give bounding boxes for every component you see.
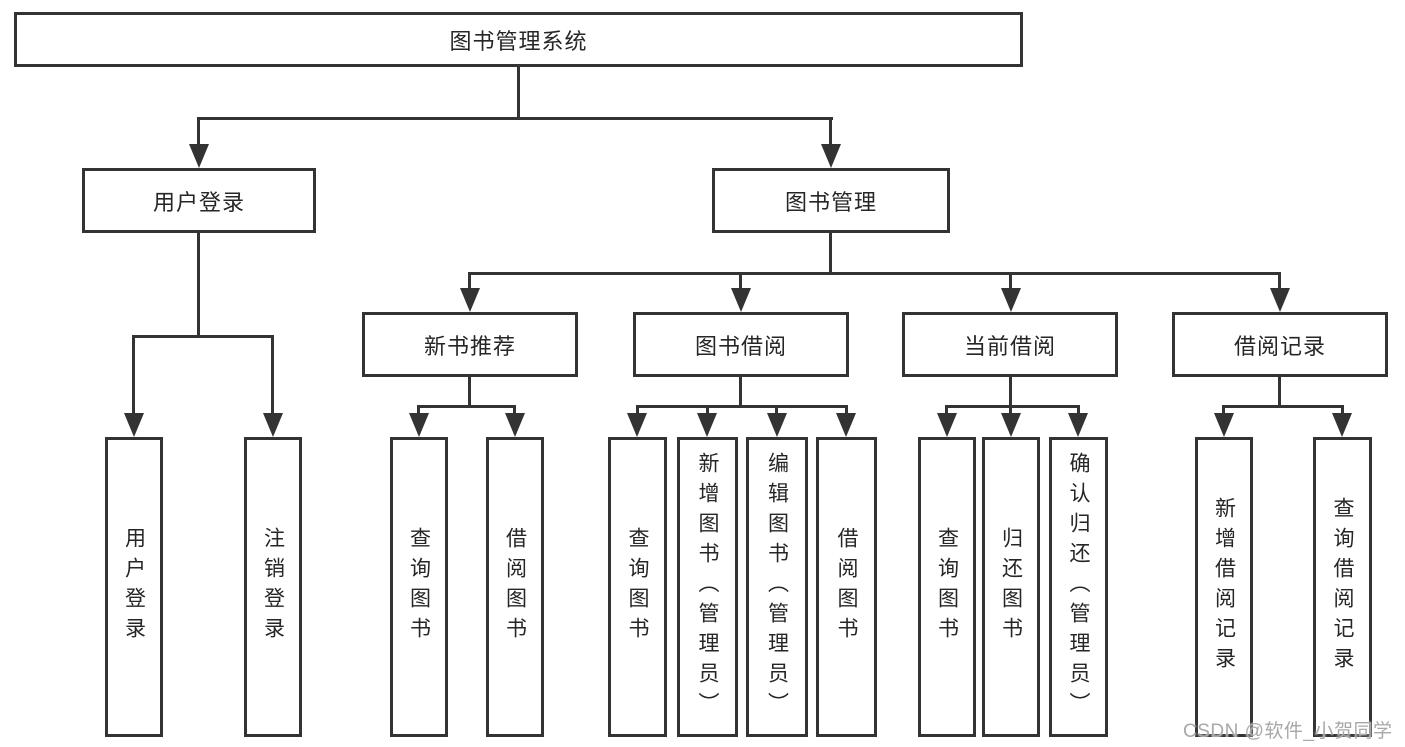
leaf-logout-login: 注销登录 <box>244 437 302 737</box>
connector-line <box>132 335 135 415</box>
connector-line <box>1009 405 1012 415</box>
connector-line <box>636 405 848 408</box>
connector-line <box>1009 377 1012 408</box>
connector-line <box>1009 272 1012 290</box>
connector-line <box>517 67 520 120</box>
arrowhead-icon <box>460 288 480 312</box>
connector-line <box>1341 405 1344 415</box>
node-borrow-records: 借阅记录 <box>1172 312 1388 377</box>
leaf-recommend-borrow-books: 借阅图书 <box>486 437 544 737</box>
connector-line <box>197 117 200 146</box>
arrowhead-icon <box>1001 288 1021 312</box>
arrowhead-icon <box>505 413 525 437</box>
connector-line <box>1222 405 1344 408</box>
leaf-return-book: 归还图书 <box>982 437 1040 737</box>
connector-line <box>271 335 274 415</box>
connector-line <box>829 233 832 275</box>
node-current-borrow: 当前借阅 <box>902 312 1118 377</box>
connector-line <box>706 405 709 415</box>
leaf-current-query-books: 查询图书 <box>918 437 976 737</box>
leaf-confirm-return-admin: 确认归还（管理员） <box>1049 437 1108 737</box>
arrowhead-icon <box>409 413 429 437</box>
connector-line <box>417 405 420 415</box>
arrowhead-icon <box>1214 413 1234 437</box>
connector-line <box>417 405 516 408</box>
leaf-borrow-borrow-books: 借阅图书 <box>816 437 877 737</box>
leaf-add-borrow-record: 新增借阅记录 <box>1195 437 1253 737</box>
node-root-system: 图书管理系统 <box>14 12 1023 67</box>
arrowhead-icon <box>767 413 787 437</box>
connector-line <box>945 405 948 415</box>
connector-line <box>468 272 471 290</box>
leaf-recommend-query-books: 查询图书 <box>390 437 448 737</box>
arrowhead-icon <box>836 413 856 437</box>
connector-line <box>739 272 742 290</box>
leaf-user-login: 用户登录 <box>105 437 163 737</box>
arrowhead-icon <box>1270 288 1290 312</box>
leaf-query-borrow-record: 查询借阅记录 <box>1313 437 1372 737</box>
connector-line <box>1278 272 1281 290</box>
leaf-borrow-query-books: 查询图书 <box>608 437 667 737</box>
connector-line <box>197 117 833 120</box>
leaf-edit-book-admin: 编辑图书（管理员） <box>746 437 808 737</box>
connector-line <box>513 405 516 415</box>
arrowhead-icon <box>189 144 209 168</box>
arrowhead-icon <box>627 413 647 437</box>
arrowhead-icon <box>1001 413 1021 437</box>
connector-line <box>197 233 200 338</box>
arrowhead-icon <box>1068 413 1088 437</box>
arrowhead-icon <box>263 413 283 437</box>
connector-line <box>845 405 848 415</box>
leaf-add-book-admin: 新增图书（管理员） <box>677 437 738 737</box>
arrowhead-icon <box>731 288 751 312</box>
arrowhead-icon <box>937 413 957 437</box>
connector-line <box>636 405 639 415</box>
connector-line <box>945 405 1080 408</box>
connector-line <box>1222 405 1225 415</box>
connector-line <box>132 335 274 338</box>
node-book-borrow: 图书借阅 <box>633 312 849 377</box>
connector-line <box>468 377 471 408</box>
connector-line <box>468 272 1281 275</box>
connector-line <box>829 117 832 146</box>
connector-line <box>1278 377 1281 408</box>
node-new-book-recommend: 新书推荐 <box>362 312 578 377</box>
connector-line <box>739 377 742 408</box>
arrowhead-icon <box>124 413 144 437</box>
node-user-login: 用户登录 <box>82 168 316 233</box>
connector-line <box>775 405 778 415</box>
node-book-management: 图书管理 <box>712 168 950 233</box>
arrowhead-icon <box>1332 413 1352 437</box>
csdn-watermark: CSDN @软件_小贺同学 <box>1183 721 1393 742</box>
connector-line <box>1077 405 1080 415</box>
arrowhead-icon <box>697 413 717 437</box>
arrowhead-icon <box>821 144 841 168</box>
